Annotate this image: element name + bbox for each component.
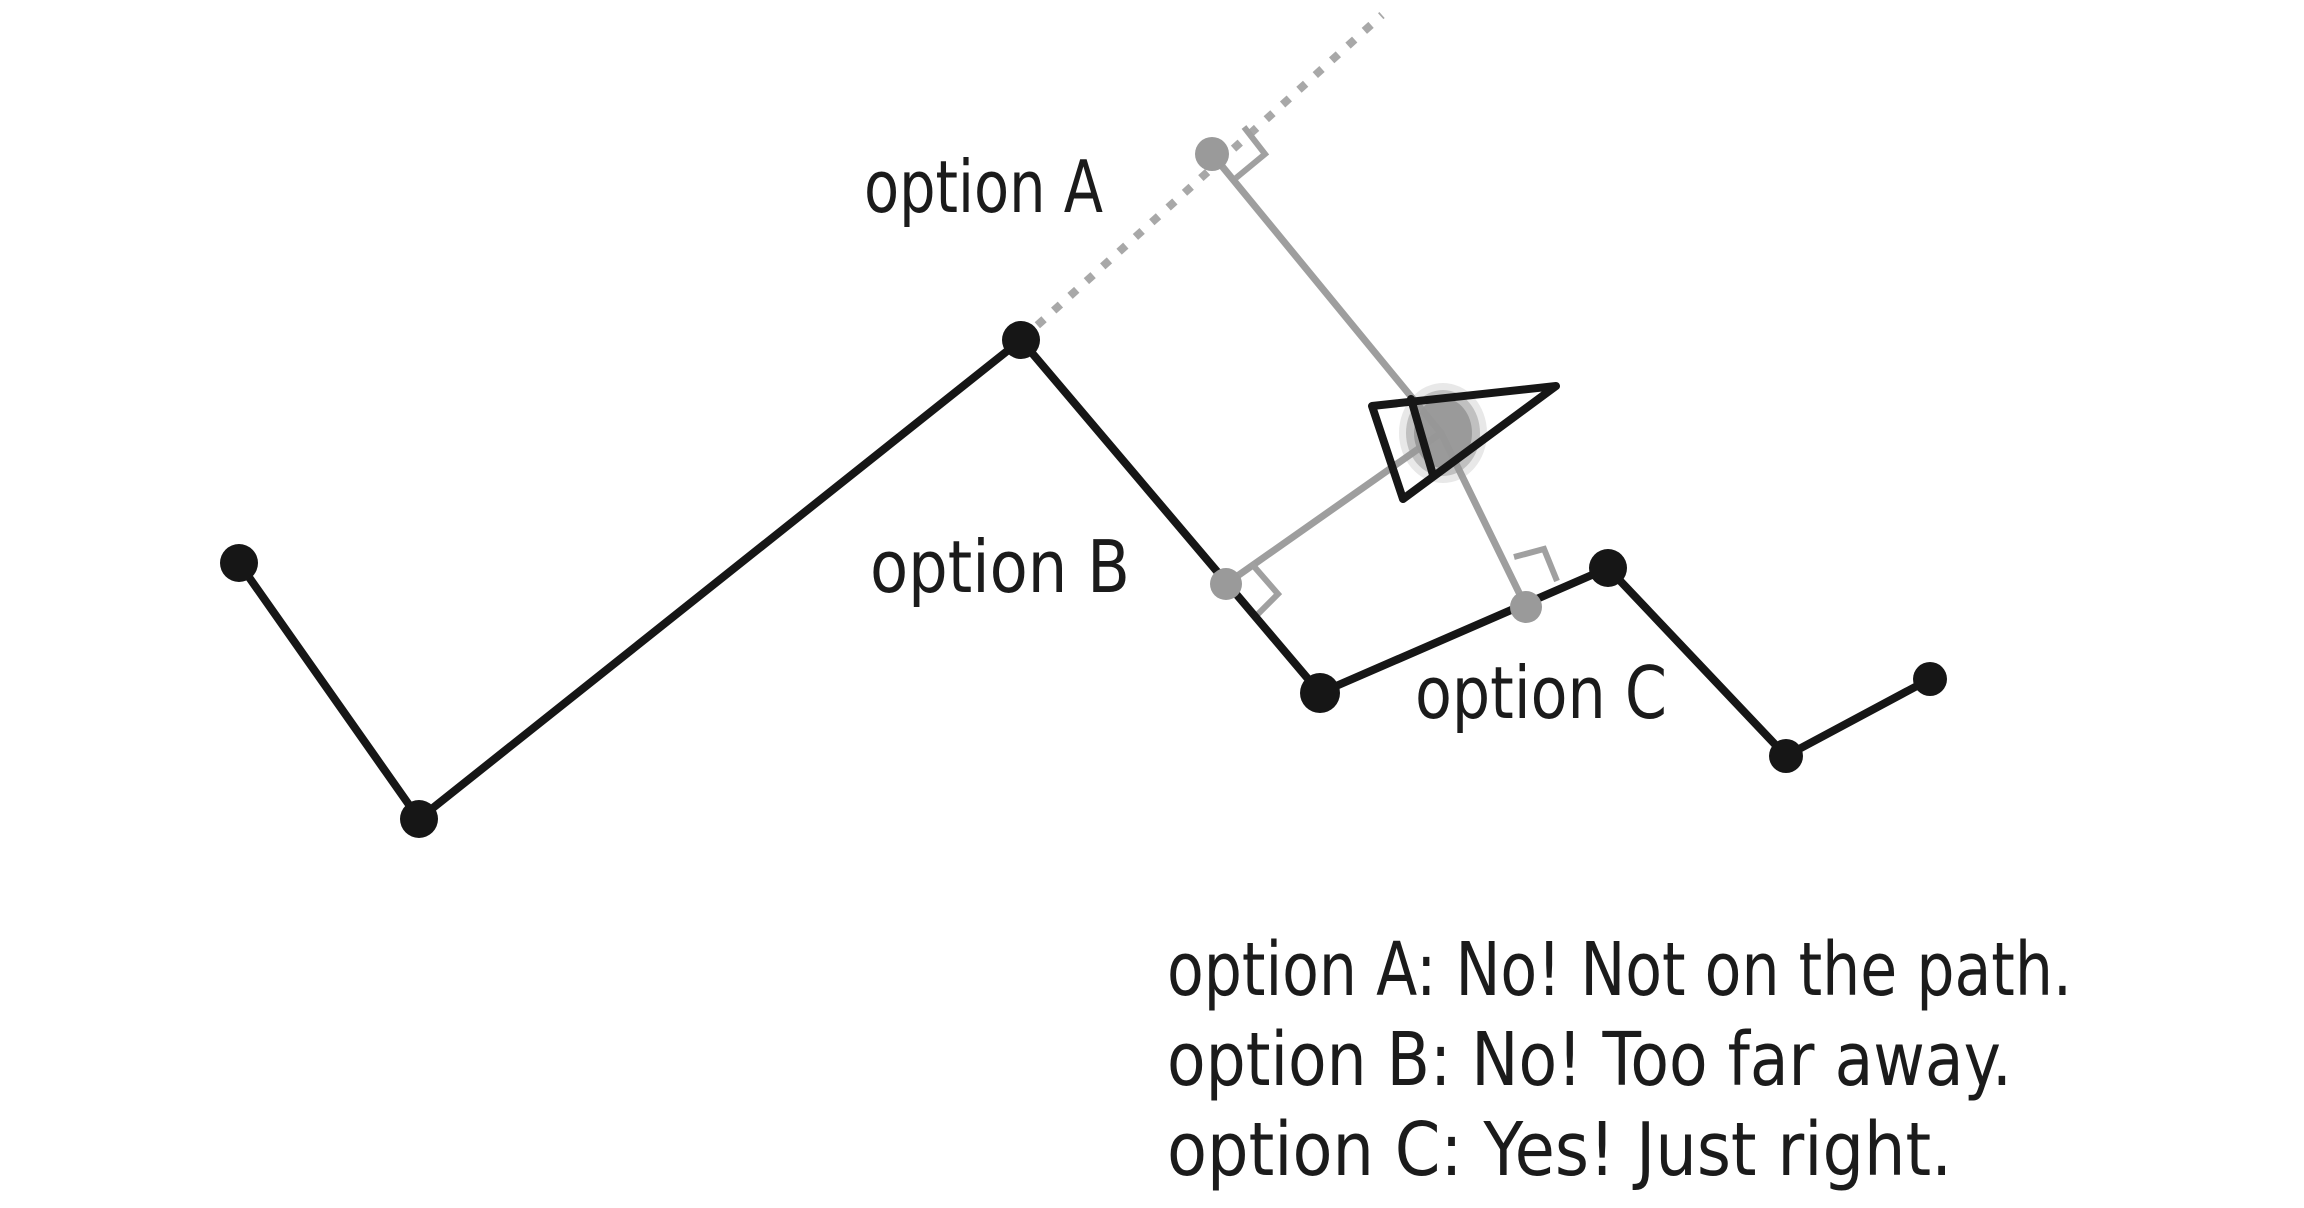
caption-line-2: option B: No! Too far away. [1167,1017,2012,1103]
path-vertex-dot-5 [1589,549,1627,587]
path-vertex-dot-6 [1769,739,1803,773]
path-vertex-dot-7 [1913,662,1947,696]
right-angle-marker-option-a [1234,125,1270,181]
path-vertex-dot-2 [400,800,438,838]
right-angle-marker-option-b [1248,561,1283,620]
connector-to-option-a [1208,150,1445,437]
option-b-label: option B [870,525,1130,609]
option-b-point-dot [1210,568,1242,600]
path-vertex-dot-4 [1300,673,1340,713]
connector-to-option-b [1222,429,1445,588]
option-c-label: option C [1415,651,1667,735]
caption-line-3: option C: Yes! Just right. [1167,1107,1952,1193]
path-vertex-dot-3 [1002,321,1040,359]
right-angle-marker-option-c [1513,545,1560,583]
path-vertex-dot-1 [220,544,258,582]
caption-line-1: option A: No! Not on the path. [1167,927,2072,1013]
vehicle-triangle [1368,382,1560,503]
path-extension-dotted-line [1018,12,1385,343]
option-c-point-dot [1510,591,1542,623]
option-a-label: option A [864,145,1103,229]
option-a-point-dot [1195,137,1229,171]
